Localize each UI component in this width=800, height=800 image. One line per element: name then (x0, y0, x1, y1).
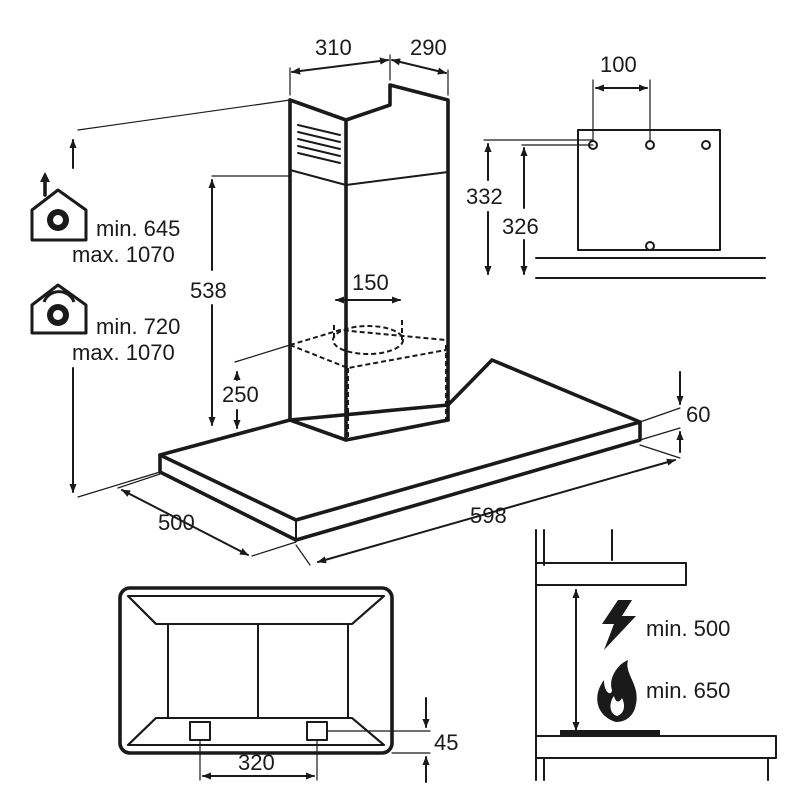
dim-hood-thickness: 60 (686, 402, 710, 427)
chimney-vent-slots (297, 124, 341, 164)
electric-clearance-label: min. 500 (646, 616, 730, 641)
canopy (158, 358, 642, 542)
dim-chimney-height: 538 (190, 278, 227, 303)
dim-filter-offset: 45 (434, 730, 458, 755)
lightning-icon (602, 600, 636, 650)
dim-chimney-depth: 290 (410, 35, 447, 60)
recirculation-mode-icon (30, 283, 88, 335)
dim-bracket-height-b: 326 (502, 214, 539, 239)
recirculation-max-label: max. 1070 (72, 340, 175, 365)
dim-hood-width: 598 (470, 503, 507, 528)
clearance-detail (535, 529, 777, 781)
dim-chimney-width: 310 (315, 35, 352, 60)
recirculation-min-label: min. 720 (96, 314, 180, 339)
underside-view (118, 586, 431, 783)
dimension-lines (69, 54, 684, 566)
hood-drawing (158, 83, 642, 542)
flame-icon (597, 660, 637, 722)
gas-clearance-label: min. 650 (646, 678, 730, 703)
dim-hood-depth: 500 (158, 510, 195, 535)
extraction-min-label: min. 645 (96, 216, 180, 241)
dim-filter-spacing: 320 (238, 750, 275, 775)
dim-motor-box-height: 250 (222, 382, 259, 407)
extraction-mode-icon (30, 172, 88, 242)
chimney (288, 83, 450, 442)
bracket-detail (483, 79, 766, 279)
dim-bracket-height-a: 332 (466, 184, 503, 209)
extraction-max-label: max. 1070 (72, 242, 175, 267)
dim-bracket-spacing: 100 (600, 52, 637, 77)
motor-box (289, 320, 447, 440)
dim-outlet-diameter: 150 (352, 270, 389, 295)
